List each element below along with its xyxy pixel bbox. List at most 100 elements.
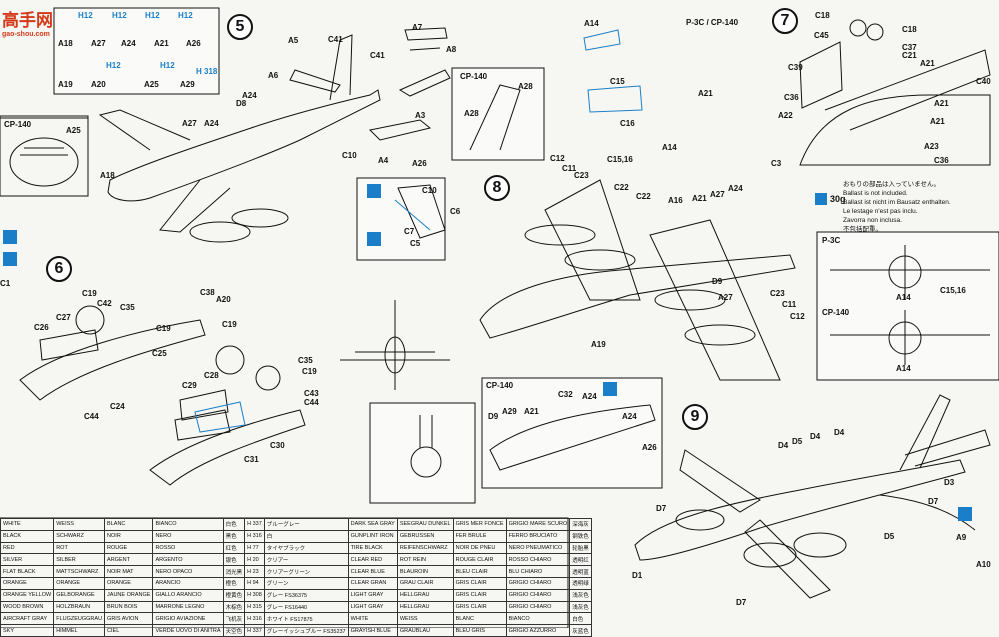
- table-cell: ARGENT: [104, 553, 154, 567]
- table-cell: NOIR DE PNEU: [452, 541, 507, 555]
- table-cell: 白色: [569, 612, 592, 626]
- table-cell: BIANCO: [505, 612, 571, 626]
- part-label: A24: [622, 412, 637, 421]
- table-cell: WEISS: [53, 518, 106, 531]
- table-cell: H 337: [244, 518, 265, 531]
- table-cell: GRAU CLAIR: [396, 576, 454, 590]
- part-label: C18: [815, 11, 830, 20]
- part-label: C32: [558, 390, 573, 399]
- table-row: AIRCRAFT GRAY FLUGZEUGGRAU GRIS AVION GR…: [0, 612, 592, 626]
- part-label: D4: [810, 432, 821, 441]
- part-label: C11: [782, 300, 797, 309]
- part-label: A10: [976, 560, 991, 569]
- paint-code: H12: [112, 11, 127, 20]
- step-number-6: 6: [46, 256, 72, 282]
- variant-label: CP-140: [4, 120, 32, 129]
- part-label: C35: [120, 303, 135, 312]
- ballast-line: 不包括配重。: [843, 226, 882, 233]
- part-label: C10: [342, 151, 357, 160]
- part-label: A26: [186, 39, 201, 48]
- table-cell: BLANC: [452, 612, 507, 626]
- variant-label: CP-140: [822, 308, 850, 317]
- table-cell: H 20: [244, 553, 265, 567]
- part-label: C35: [298, 356, 313, 365]
- part-label: A18: [100, 171, 115, 180]
- part-label: C16: [620, 119, 635, 128]
- table-cell: BLEU GRIS: [452, 624, 507, 637]
- table-cell: HELLGRAU: [396, 600, 454, 614]
- table-cell: DARK SEA GRAY: [347, 518, 398, 531]
- ballast-note: おもりの部品は入っていません。 Ballast is not included.…: [843, 180, 951, 234]
- part-label: A23: [924, 142, 939, 151]
- part-label: C26: [34, 323, 49, 332]
- table-cell: VERDE UOVO DI ANITRA: [152, 624, 224, 637]
- table-cell: 浅灰色: [569, 588, 592, 602]
- part-label: A21: [154, 39, 169, 48]
- table-cell: HELLGRAU: [396, 588, 454, 602]
- table-cell: TIRE BLACK: [347, 541, 398, 555]
- part-label: D9: [712, 277, 723, 286]
- table-cell: FER BRULE: [452, 529, 507, 543]
- part-label: C11: [562, 164, 577, 173]
- paint-code: H12: [145, 11, 160, 20]
- table-cell: グレー FS16440: [263, 600, 349, 614]
- variant-label: P-3C: [822, 236, 841, 245]
- ballast-line: Ballast ist nicht im Bausatz enthalten.: [843, 199, 951, 206]
- step-number-5: 5: [227, 14, 253, 40]
- part-label: D3: [944, 478, 955, 487]
- ballast-weight: 30g: [830, 194, 846, 204]
- table-cell: ブルーグレー: [263, 518, 349, 531]
- part-label: A22: [778, 111, 793, 120]
- part-label: A24: [204, 119, 219, 128]
- part-label: A19: [591, 340, 606, 349]
- table-cell: 白色: [222, 518, 246, 531]
- table-cell: GUNPLINT IRON: [347, 529, 398, 543]
- table-cell: H 316: [244, 529, 265, 543]
- table-cell: ROUGE: [104, 541, 154, 555]
- part-label: D7: [736, 598, 747, 607]
- part-label: A14: [662, 143, 677, 152]
- variant-label: CP-140: [460, 72, 488, 81]
- part-label: D4: [834, 428, 845, 437]
- table-cell: WHITE: [0, 518, 55, 531]
- part-label: A21: [524, 407, 539, 416]
- table-cell: NOIR: [104, 529, 154, 543]
- part-label: A14: [896, 364, 911, 373]
- table-cell: NERO: [152, 529, 224, 543]
- part-label: C44: [304, 398, 319, 407]
- table-cell: CLEAR RED: [347, 553, 398, 567]
- table-cell: 木棕色: [222, 600, 246, 614]
- table-cell: GRIS CLAIR: [452, 600, 507, 614]
- table-cell: FLAT BLACK: [0, 565, 55, 578]
- table-cell: GELBORANGE: [53, 588, 106, 602]
- table-cell: GRIGIO CHIARO: [505, 588, 571, 602]
- table-cell: 浅灰色: [569, 600, 592, 614]
- part-label: C36: [784, 93, 799, 102]
- table-cell: CIEL: [104, 624, 154, 637]
- part-label: C7: [404, 227, 415, 236]
- paint-code: H 318: [196, 67, 218, 76]
- table-cell: REIFENSCHWARZ: [396, 541, 454, 555]
- part-label: D7: [928, 497, 939, 506]
- table-row: ORANGE YELLOW GELBORANGE JAUNE ORANGE GI…: [0, 588, 592, 602]
- site-watermark-logo: 高手网 gao-shou.com: [2, 6, 53, 38]
- table-cell: H 337: [244, 624, 265, 637]
- table-cell: グレー FS36375: [263, 588, 349, 602]
- table-cell: H 316: [244, 612, 265, 626]
- table-cell: ARGENTO: [152, 553, 224, 567]
- table-cell: HOLZBRAUN: [53, 600, 106, 614]
- part-label: D5: [792, 437, 803, 446]
- part-label: C12: [550, 154, 565, 163]
- part-label: C24: [110, 402, 125, 411]
- table-cell: 深海灰: [569, 518, 592, 531]
- part-label: C19: [156, 324, 171, 333]
- part-label: C10: [422, 186, 437, 195]
- table-cell: タイヤブラック: [263, 541, 349, 555]
- ballast-line: おもりの部品は入っていません。: [843, 181, 940, 188]
- table-cell: 黑色: [222, 529, 246, 543]
- table-cell: 银色: [222, 553, 246, 567]
- part-label: C23: [574, 171, 589, 180]
- part-label: D4: [778, 441, 789, 450]
- ballast-line: Zavorra non inclusa.: [843, 217, 902, 224]
